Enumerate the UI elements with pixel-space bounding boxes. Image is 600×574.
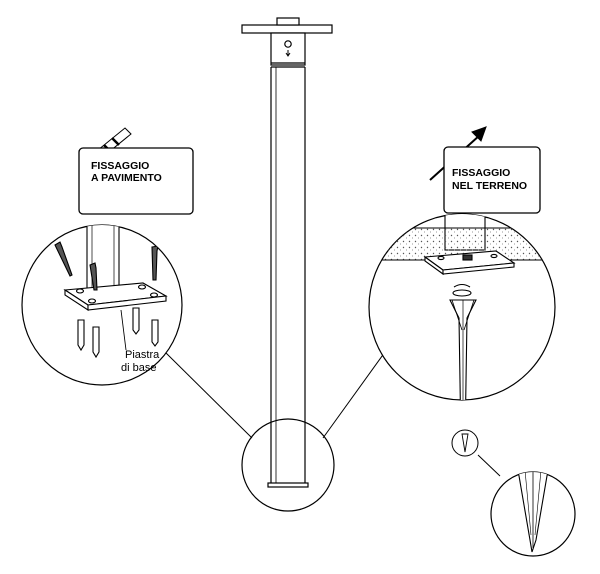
ground-fixing-label-card [443,146,541,214]
ground-fixing-title-line2: NEL TERRENO [452,180,527,192]
leader-lines [162,349,501,477]
bollard-pole [241,17,333,488]
base-plate-label-line1: Piastra [125,349,160,361]
screws [54,241,159,291]
pole-head [270,32,306,66]
floor-fixing-label-card [78,147,194,215]
pole-top-block [276,17,300,26]
ground-fixing-detail: FISSAGGIO NEL TERRENO [368,126,556,457]
spike-tip-detail [490,471,576,557]
floor-fixing-title-line1: FISSAGGIO [91,160,149,172]
pole-sensor-icon [284,40,292,48]
ground-fixing-title-line1: FISSAGGIO [452,167,510,179]
ground-spike [449,299,477,400]
floor-fixing-title-line2: A PAVIMENTO [91,172,162,184]
pole-top-cap [241,24,333,34]
base-detail-circle [241,418,335,512]
base-plate-label-line2: di base [121,362,156,374]
wall-plugs [77,307,159,359]
floor-fixing-detail: FISSAGGIO A PAVIMENTO Piastra di base [21,127,194,386]
pole-base-flange [267,482,309,488]
